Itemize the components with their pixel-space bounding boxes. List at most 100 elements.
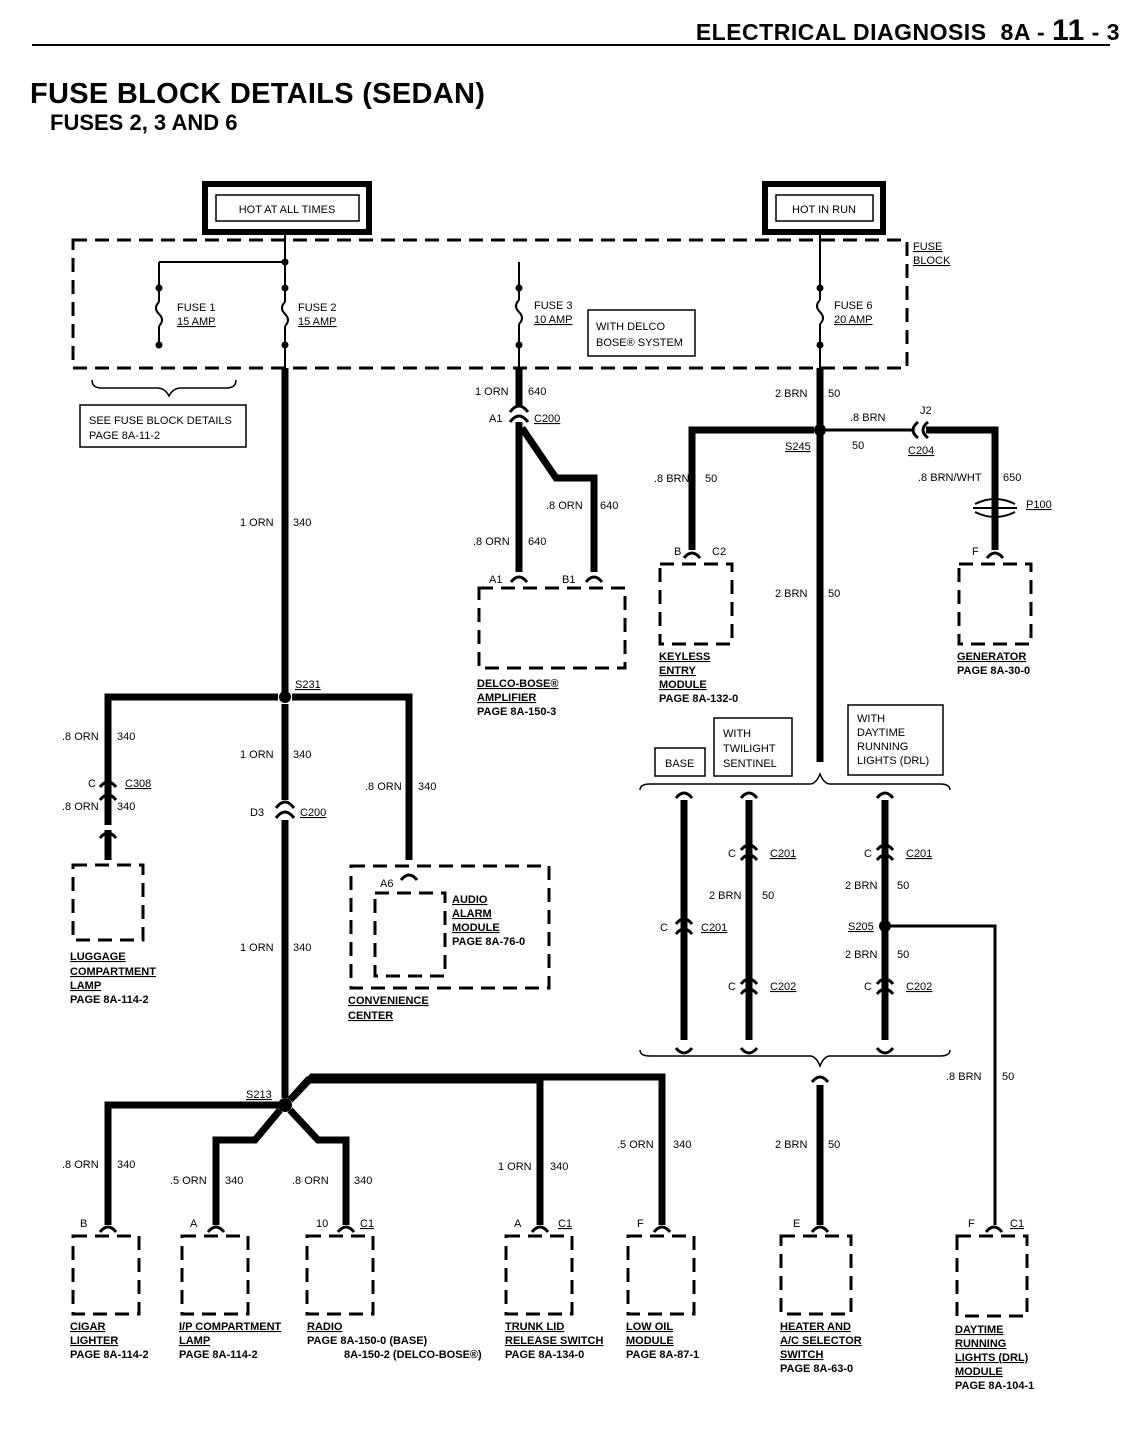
- heater-4: PAGE 8A-63-0: [780, 1363, 853, 1375]
- drl-wire-a: 2 BRN: [845, 880, 877, 892]
- wire-label-1orn-340: 1 ORN: [240, 517, 274, 529]
- oil-1: LOW OIL: [626, 1321, 673, 1333]
- wire-label-8orn-lug-a: .8 ORN: [62, 731, 99, 743]
- ip-2: LAMP: [179, 1335, 210, 1347]
- drl-module-circuit: 50: [1002, 1071, 1014, 1083]
- see-fuse-block-details-2: PAGE 8A-11-2: [89, 430, 160, 442]
- ip-pin: A: [190, 1218, 198, 1230]
- c200-pin-d3: D3: [250, 807, 264, 819]
- oil-2: MODULE: [626, 1335, 674, 1347]
- radio-2: PAGE 8A-150-0 (BASE): [307, 1335, 428, 1347]
- convenience-center-1: CONVENIENCE: [348, 995, 429, 1007]
- splice-s205-label: S205: [848, 921, 874, 933]
- circuit-640-b: 640: [600, 500, 618, 512]
- hot-at-all-times-label: HOT AT ALL TIMES: [239, 204, 336, 216]
- passthrough-p100-icon: [973, 498, 1017, 518]
- option-brace-top: [639, 771, 951, 791]
- fuse-6-name: FUSE 6: [834, 300, 873, 312]
- wire-label-trunk: 1 ORN: [498, 1161, 532, 1173]
- twilight-wire: 2 BRN: [709, 890, 741, 902]
- audio-alarm-1: AUDIO: [452, 894, 488, 906]
- wire-label-8orn-640-b: .8 ORN: [546, 500, 583, 512]
- twilight-c201: C201: [770, 848, 796, 860]
- section-title: ELECTRICAL DIAGNOSIS: [695, 19, 987, 45]
- fuse-block-outline: [71, 238, 909, 370]
- wire-label-8orn-lug-b: .8 ORN: [62, 801, 99, 813]
- audio-alarm-4: PAGE 8A-76-0: [452, 936, 525, 948]
- circuit-340-audio: 340: [418, 781, 436, 793]
- wire-label-1orn-640: 1 ORN: [475, 386, 509, 398]
- wire-label-8orn-audio: .8 ORN: [365, 781, 402, 793]
- circuit-650: 650: [1003, 472, 1021, 484]
- drl-1: DAYTIME: [955, 1324, 1004, 1336]
- option-drl-4: LIGHTS (DRL): [857, 755, 929, 767]
- oil-3: PAGE 8A-87-1: [626, 1349, 699, 1361]
- trunk-1: TRUNK LID: [505, 1321, 564, 1333]
- trunk-pin: A: [514, 1218, 522, 1230]
- splice-s231: [279, 691, 291, 703]
- luggage-lamp-2: COMPARTMENT: [70, 966, 156, 978]
- generator-pin-f: F: [972, 546, 979, 558]
- page-suffix: - 3: [1091, 19, 1120, 45]
- circuit-50-gen: 50: [852, 440, 864, 452]
- connector-c204: C204: [908, 445, 934, 457]
- hot-at-all-times-box: [202, 181, 372, 235]
- circuit-340-radio: 340: [354, 1175, 372, 1187]
- circuit-340-low: 340: [293, 942, 311, 954]
- fuse-2-amp: 15 AMP: [298, 316, 337, 328]
- drl-5: PAGE 8A-104-1: [955, 1380, 1034, 1392]
- keyless-1: KEYLESS: [659, 651, 710, 663]
- oil-pin: F: [637, 1218, 644, 1230]
- fuse-6-amp: 20 AMP: [834, 314, 873, 326]
- circuit-340-mid: 340: [293, 749, 311, 761]
- radio-pin: 10: [316, 1218, 328, 1230]
- circuit-340-lug-b: 340: [117, 801, 135, 813]
- keyless-3: MODULE: [659, 679, 707, 691]
- circuit-340-trunk: 340: [550, 1161, 568, 1173]
- amp-pin-b1: B1: [562, 574, 575, 586]
- heater-3: SWITCH: [780, 1349, 823, 1361]
- page-prefix: 8A -: [1000, 19, 1046, 45]
- wire-label-1orn-low: 1 ORN: [240, 942, 274, 954]
- wire-label-cigar: .8 ORN: [62, 1159, 99, 1171]
- splice-s245-label: S245: [785, 441, 811, 453]
- circuit-340-cigar: 340: [117, 1159, 135, 1171]
- audio-alarm-3: MODULE: [452, 922, 500, 934]
- keyless-4: PAGE 8A-132-0: [659, 693, 738, 705]
- page-title: FUSE BLOCK DETAILS (SEDAN): [30, 78, 486, 110]
- drl-module-wire: .8 BRN: [946, 1071, 982, 1083]
- circuit-340-lug-a: 340: [117, 731, 135, 743]
- drl-circuit-b: 50: [897, 949, 909, 961]
- wire-label-oil: .5 ORN: [617, 1139, 654, 1151]
- wire-label-8orn-640-a: .8 ORN: [473, 536, 510, 548]
- fuse-3-icon: [515, 284, 523, 368]
- drl-4: MODULE: [955, 1366, 1003, 1378]
- option-twilight-box: [713, 717, 793, 777]
- heater-1: HEATER AND: [780, 1321, 851, 1333]
- generator-box: [957, 562, 1033, 646]
- fuse-3-name: FUSE 3: [534, 300, 573, 312]
- low-oil-box: [626, 1234, 696, 1316]
- amp-2: AMPLIFIER: [477, 692, 536, 704]
- generator-1: GENERATOR: [957, 651, 1026, 663]
- fuse-1-amp: 15 AMP: [177, 316, 216, 328]
- keyless-connector-c2: C2: [712, 546, 726, 558]
- drl-pin: F: [968, 1218, 975, 1230]
- drl-2: RUNNING: [955, 1338, 1006, 1350]
- luggage-lamp-4: PAGE 8A-114-2: [70, 994, 149, 1006]
- hot-in-run-box: [762, 181, 886, 235]
- trunk-2: RELEASE SWITCH: [505, 1335, 603, 1347]
- amp-pin-a1: A1: [489, 574, 502, 586]
- luggage-lamp-box: [71, 863, 145, 942]
- see-fuse-block-details-1: SEE FUSE BLOCK DETAILS: [89, 415, 232, 427]
- drl-circuit-a: 50: [897, 880, 909, 892]
- base-c201: C201: [701, 922, 727, 934]
- circuit-50-a: 50: [828, 388, 840, 400]
- splice-s205: [879, 920, 891, 932]
- cigar-lighter-box: [71, 1234, 141, 1316]
- passthrough-p100-label: P100: [1026, 499, 1052, 511]
- header-rule: [32, 44, 1110, 46]
- option-base-box: [654, 747, 706, 777]
